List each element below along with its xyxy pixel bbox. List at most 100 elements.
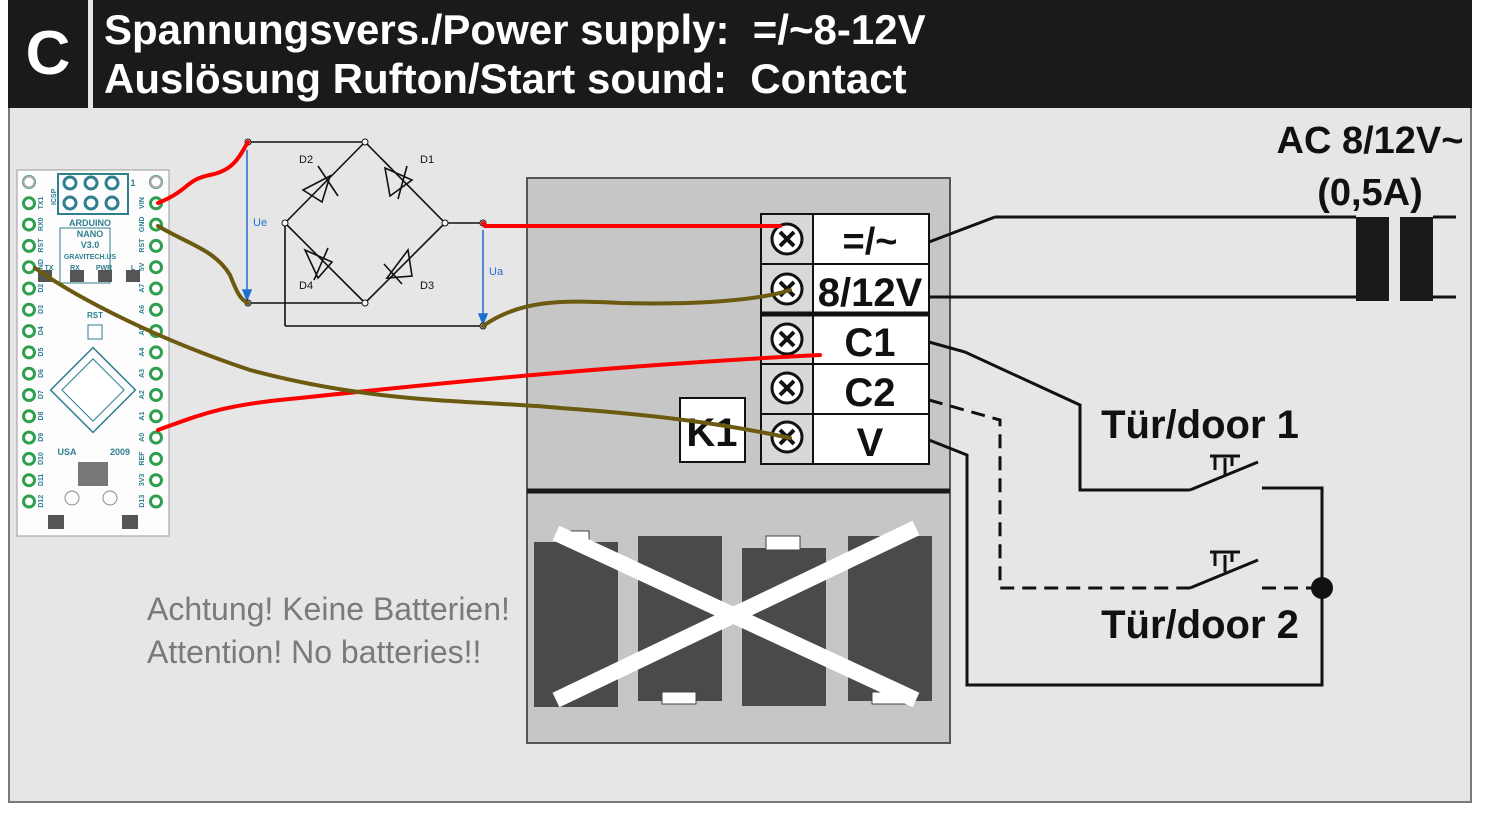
pin-label-left: D8 [38,411,45,420]
board-text-maker: GRAVITECH.US [64,254,117,261]
icsp-pad [104,175,120,191]
pin-label-left: D2 [38,284,45,293]
terminal-screw [770,371,804,405]
pin-pad-right [149,366,163,381]
terminal-screw [770,222,804,256]
pin-label-left: RST [38,238,45,253]
diode-label-d3: D3 [420,280,434,292]
terminal-screw [770,322,804,356]
warning-text-en: Attention! No batteries!! [147,634,481,670]
pin-label-right: 5V [139,262,146,271]
door2-label: Tür/door 2 [1101,603,1299,647]
wires [33,140,822,440]
pin-label-right: A2 [139,390,146,399]
door-switch-circuit: Tür/door 1 Tür/door 2 [928,340,1333,687]
diode-d4 [303,248,334,280]
wire-gnd-brown [156,224,250,305]
pin-label-right: RST [139,238,146,253]
battery-2 [638,536,722,701]
pin-pad-left [22,366,36,381]
icsp-pad [104,195,120,211]
pin-pad-right [149,388,163,402]
pin-pad-right [149,345,163,360]
header-label-l: L [131,265,136,272]
pin-label-left: RX0 [38,217,45,231]
pin-pad-right [149,281,163,296]
diode-label-d2: D2 [299,154,313,166]
bridge-rectifier [248,141,483,327]
header-power-supply: Spannungsvers./Power supply: =/~8-12V [104,6,926,53]
relay-box [679,397,746,463]
board-text-arduino: ARDUINO [69,218,111,228]
pin-label-left: D3 [38,305,45,314]
board-text-usa: USA [57,447,77,457]
pin-pad-left [22,473,36,488]
pin-pad-left [22,324,36,339]
door1-label: Tür/door 1 [1101,403,1299,447]
pin-label-right: A1 [139,411,146,420]
board-text-nano: NANO [77,229,104,239]
battery-compartment [534,520,932,708]
pin-label-left: D7 [38,390,45,399]
wire-d2-brown [33,266,792,440]
wire-bridge-plus [481,221,782,228]
pin-label-right: A3 [139,369,146,378]
pin-label-left: D4 [38,326,45,335]
header-divider [88,0,93,108]
pin-label-left: D6 [38,369,45,378]
pin-pad-left [22,238,36,253]
pin-label-left: GND [38,259,45,275]
pin-label-right: A7 [139,284,146,293]
header-label-rst: RST [87,311,103,320]
pin-pad-left [22,345,36,360]
terminal-label-ac: =/~ [843,221,898,263]
wire-bridge-minus [481,288,792,328]
door2-switch [1189,558,1259,590]
pin-pad-right [149,409,163,424]
diode-label-d4: D4 [299,280,313,292]
pin-pad-right [149,260,163,275]
pin-label-left: D9 [38,433,45,442]
transformer-core-right [1400,217,1433,301]
pin-label-right: GND [139,217,146,233]
transformer: AC 8/12V~ (0,5A) [928,120,1464,301]
transformer-label-current: (0,5A) [1317,172,1423,214]
pin-label-left: D5 [38,348,45,357]
header-label-tx: TX [45,265,54,272]
board-text-year: 2009 [110,447,130,457]
terminal-label-c1: C1 [844,321,895,365]
icsp-pad [83,195,99,211]
pin-pad-left [22,217,36,232]
pin-label-left: D12 [38,495,45,508]
pin-pad-right [149,238,163,253]
pin-pad-left [22,196,36,211]
terminal-label-c2: C2 [844,371,895,415]
pin-pad-right [149,430,163,445]
icsp-pad [83,175,99,191]
pin-pad-right [149,451,163,466]
diode-label-d1: D1 [420,154,434,166]
header-start-sound: Auslösung Rufton/Start sound: Contact [104,55,907,102]
warning-text-de: Achtung! Keine Batterien! [147,591,510,627]
arduino-chip [49,346,137,434]
pin-pad-left [22,494,36,509]
board-text-version: V3.0 [81,240,100,250]
pin-pad-right [149,302,163,317]
wire-vin-red [156,140,250,205]
pin-pad-left [22,409,36,424]
pin-label-right: D13 [139,495,146,508]
pin-pad-right [149,494,163,509]
header-bar [8,0,1472,108]
pin-pad-right [149,473,163,488]
pin-pad-left [22,281,36,296]
wire-a0-red [156,353,822,432]
section-letter: C [25,19,71,88]
terminal-label-v: V [857,421,884,465]
pin-label-right: A0 [139,433,146,442]
icsp-pad [62,195,78,211]
transformer-label-voltage: AC 8/12V~ [1277,120,1464,162]
diode-d1 [383,166,414,198]
pin-label-right: A5 [139,326,146,335]
relay-label: K1 [686,411,737,455]
